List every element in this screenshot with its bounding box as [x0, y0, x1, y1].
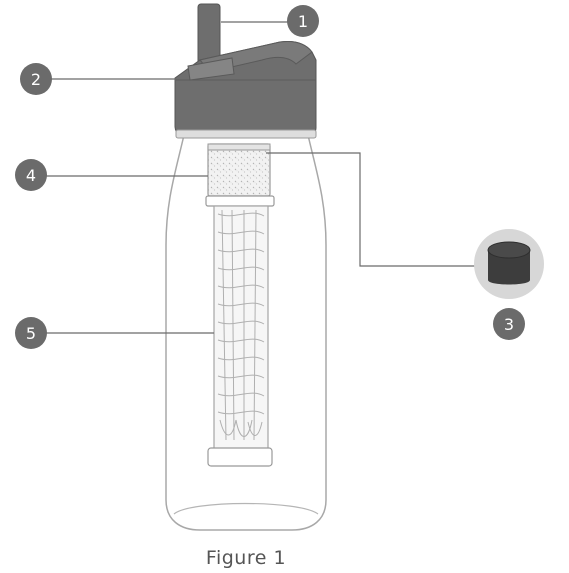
leader-lines	[46, 21, 478, 334]
callout-4: 4	[15, 159, 47, 191]
svg-text:2: 2	[31, 70, 41, 89]
callout-2: 2	[20, 63, 52, 95]
svg-text:3: 3	[504, 315, 514, 334]
figure-caption: Figure 1	[206, 547, 286, 569]
bottle-base	[173, 502, 319, 515]
callout-3: 3	[493, 308, 525, 340]
svg-text:4: 4	[26, 166, 36, 185]
carbon-filter-top-band	[207, 143, 271, 151]
bottle-body	[165, 134, 327, 531]
carbon-filter-insert-top	[487, 241, 531, 259]
callout-5: 5	[15, 317, 47, 349]
filter-divider-ring	[205, 195, 275, 207]
svg-text:1: 1	[298, 12, 308, 31]
svg-text:5: 5	[26, 324, 36, 343]
carbon-filter-cartridge	[207, 143, 271, 197]
callout-1: 1	[287, 5, 319, 37]
straw-base	[187, 57, 235, 81]
cap-collar	[175, 129, 317, 139]
membrane-filter-end-cap	[207, 447, 273, 467]
carbon-filter-insert	[488, 250, 530, 285]
membrane-fibers	[217, 209, 265, 441]
